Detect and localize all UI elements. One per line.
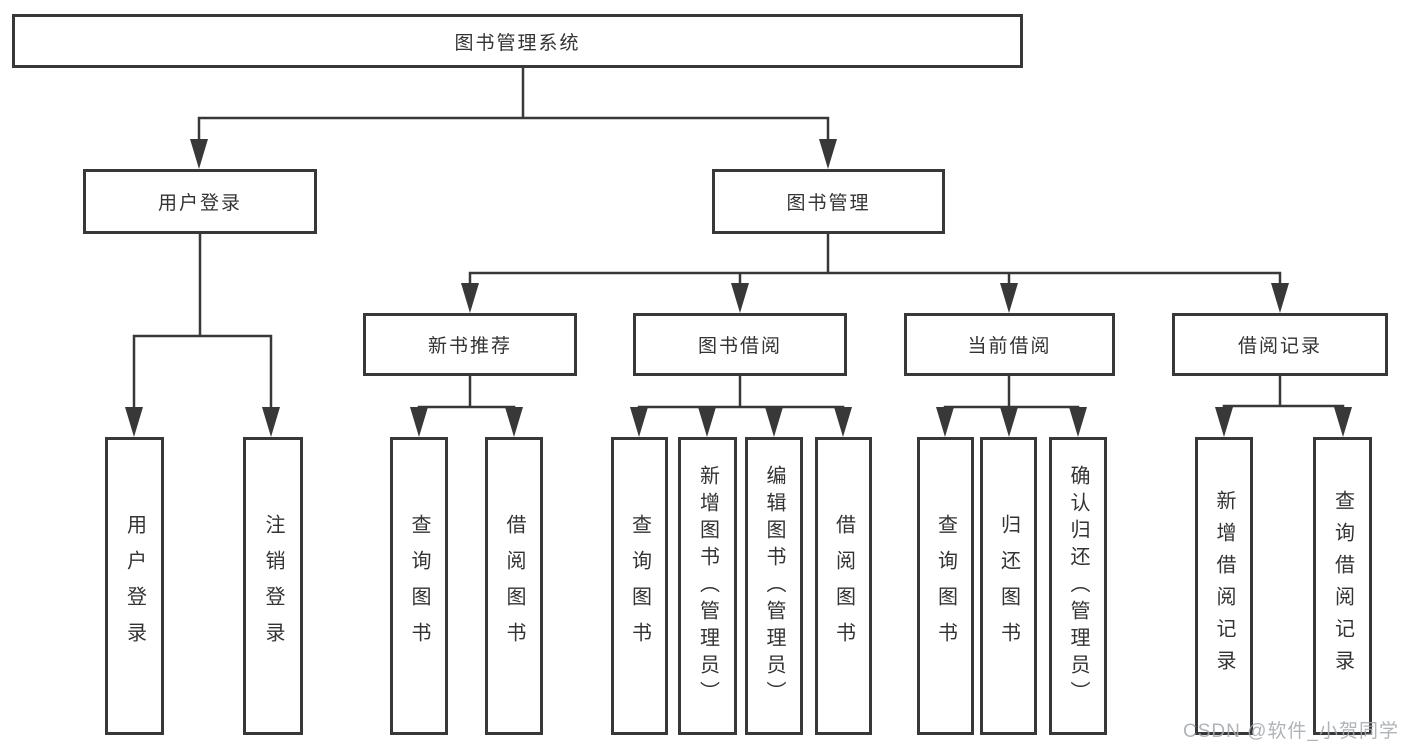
leaf-add-book-admin: 新增图书（管理员）: [678, 437, 737, 735]
leaf-query-books-1: 查询图书: [390, 437, 448, 735]
leaf-add-borrow-record: 新增借阅记录: [1195, 437, 1253, 735]
watermark: CSDN @软件_小贺同学: [1183, 721, 1399, 742]
leaf-confirm-return-admin: 确认归还（管理员）: [1049, 437, 1107, 735]
leaf-borrow-books-1: 借阅图书: [485, 437, 543, 735]
leaf-edit-book-admin: 编辑图书（管理员）: [745, 437, 803, 735]
leaf-borrow-books-2: 借阅图书: [815, 437, 872, 735]
leaf-user-login: 用户登录: [105, 437, 164, 735]
node-book-management: 图书管理: [712, 169, 945, 234]
node-library-system: 图书管理系统: [12, 14, 1023, 68]
node-book-borrowing: 图书借阅: [633, 313, 847, 376]
leaf-return-books: 归还图书: [980, 437, 1037, 735]
leaf-logout-login: 注销登录: [243, 437, 303, 735]
leaf-query-borrow-record: 查询借阅记录: [1313, 437, 1372, 735]
leaf-query-books-3: 查询图书: [917, 437, 974, 735]
leaf-query-books-2: 查询图书: [611, 437, 668, 735]
node-borrowing-records: 借阅记录: [1172, 313, 1388, 376]
node-user-login: 用户登录: [83, 169, 317, 234]
node-current-borrowing: 当前借阅: [904, 313, 1115, 376]
node-new-book-recommend: 新书推荐: [363, 313, 577, 376]
